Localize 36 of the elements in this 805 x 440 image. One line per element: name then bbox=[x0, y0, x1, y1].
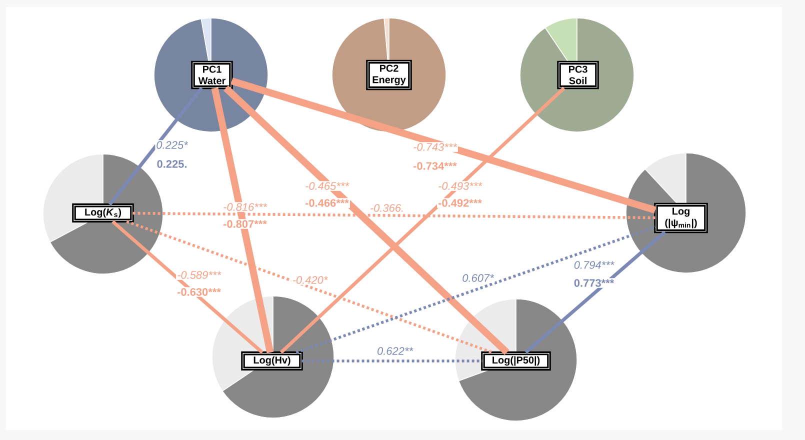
edge-label: -0.816*** bbox=[222, 202, 268, 212]
coefficient-label: 0.773*** bbox=[572, 278, 616, 288]
connector-line bbox=[524, 230, 666, 354]
edge-label: -0.589*** bbox=[176, 270, 222, 280]
connector-line bbox=[296, 226, 656, 354]
edge-label: -0.465*** bbox=[304, 181, 350, 191]
coefficient-label: -0.492*** bbox=[437, 198, 483, 208]
label-box: Log (|ψ$_{min}$|) bbox=[654, 202, 708, 234]
coefficient-label: -0.807*** bbox=[222, 219, 268, 229]
label-box: Log(Hv) bbox=[241, 351, 303, 371]
edge-label: 0.225* bbox=[155, 140, 189, 150]
label-box: PC3 Soil bbox=[557, 60, 599, 90]
edge-label: 0.607* bbox=[461, 273, 495, 283]
connector-line bbox=[302, 360, 482, 362]
label-box: PC2 Energy bbox=[366, 60, 412, 90]
coefficient-label: -0.734*** bbox=[412, 161, 458, 171]
coefficient-label: -0.466*** bbox=[304, 198, 350, 208]
edge-label: -0.493*** bbox=[437, 181, 483, 191]
edge-label: -0.420* bbox=[291, 275, 329, 285]
label-box: Log(K$_{s}$) bbox=[72, 203, 134, 223]
connector-line bbox=[230, 78, 656, 214]
connector-line bbox=[108, 86, 204, 206]
label-box: PC1 Water bbox=[191, 60, 233, 90]
connector-line bbox=[223, 86, 510, 356]
connector-line bbox=[211, 87, 274, 354]
connector-line bbox=[126, 220, 493, 354]
connector-line bbox=[132, 212, 656, 220]
coefficient-label: 0.225. bbox=[156, 159, 188, 169]
edge-label: -0.366. bbox=[368, 203, 406, 213]
edge-label: -0.743*** bbox=[412, 142, 458, 152]
label-box: Log(|P50|) bbox=[481, 351, 551, 371]
edge-label: 0.794*** bbox=[572, 260, 616, 270]
connector-line bbox=[280, 86, 566, 354]
edge-label: 0.622** bbox=[376, 346, 414, 356]
connector-line bbox=[112, 220, 264, 354]
coefficient-label: -0.630*** bbox=[176, 287, 222, 297]
